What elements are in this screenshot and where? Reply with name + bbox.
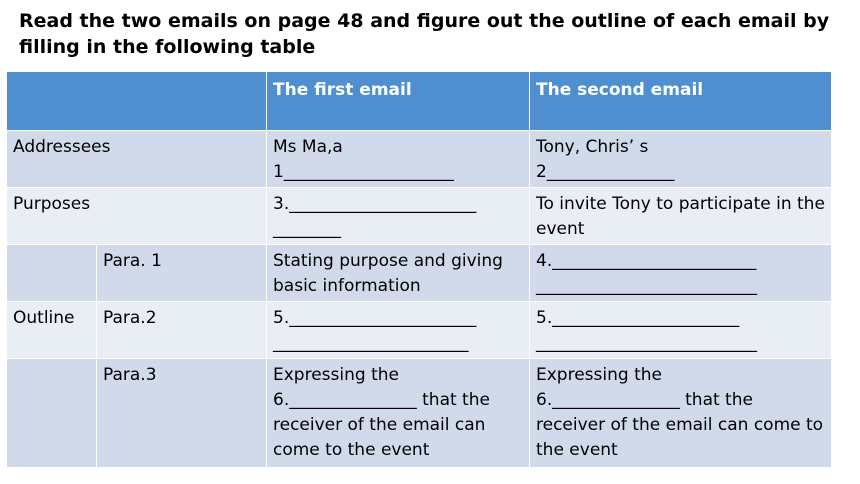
para2-second-email: 5.______________________ _______________… <box>529 301 832 359</box>
purposes-second-email: To invite Tony to participate in the eve… <box>529 187 832 245</box>
addressees-row: Addressees Ms Ma,a 1____________________… <box>6 130 832 188</box>
header-second-email: The second email <box>529 71 832 131</box>
purposes-first-email: 3.______________________ ________ <box>266 187 530 245</box>
para1-label: Para. 1 <box>96 244 267 302</box>
para3-second-email: Expressing the 6._______________ that th… <box>529 358 832 468</box>
addressees-label: Addressees <box>6 130 267 188</box>
para2-first-email: 5.______________________ _______________… <box>266 301 530 359</box>
para2-row: Outline Para.2 5.______________________ … <box>6 301 832 359</box>
header-first-email: The first email <box>266 71 530 131</box>
outline-spacer-cell-bottom <box>6 358 97 468</box>
outline-label: Outline <box>6 301 97 359</box>
outline-spacer-cell <box>6 244 97 302</box>
para1-first-email: Stating purpose and giving basic informa… <box>266 244 530 302</box>
para2-label: Para.2 <box>96 301 267 359</box>
instruction-text: Read the two emails on page 48 and figur… <box>19 10 830 58</box>
header-empty-cell <box>6 71 267 131</box>
para1-second-email: 4.________________________ _____________… <box>529 244 832 302</box>
para3-label: Para.3 <box>96 358 267 468</box>
addressees-second-email: Tony, Chris’ s 2_______________ <box>529 130 832 188</box>
para3-first-email: Expressing the 6._______________ that th… <box>266 358 530 468</box>
para3-row: Para.3 Expressing the 6._______________ … <box>6 358 832 468</box>
header-row: The first email The second email <box>6 71 832 131</box>
para1-row: Para. 1 Stating purpose and giving basic… <box>6 244 832 302</box>
purposes-label: Purposes <box>6 187 267 245</box>
email-outline-table: The first email The second email Address… <box>6 71 832 468</box>
addressees-first-email: Ms Ma,a 1____________________ <box>266 130 530 188</box>
purposes-row: Purposes 3.______________________ ______… <box>6 187 832 245</box>
